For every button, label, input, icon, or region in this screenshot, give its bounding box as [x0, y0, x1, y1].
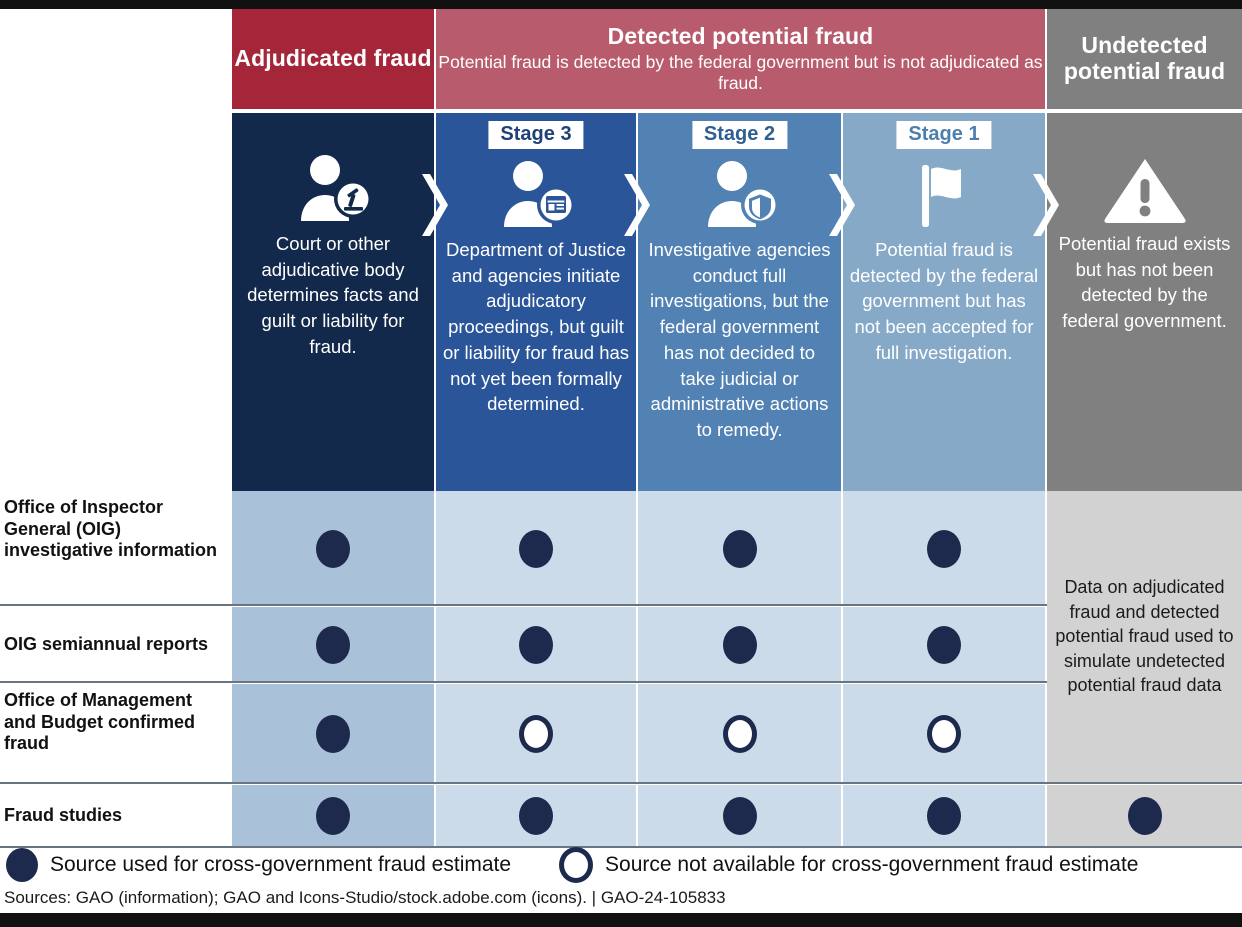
header-subtitle-detected: Potential fraud is detected by the feder… — [438, 52, 1043, 94]
top-black-bar — [0, 0, 1242, 9]
chevron-arrow-4-icon — [1033, 174, 1059, 236]
filled-dot-icon — [519, 529, 553, 568]
chevron-arrow-2-icon — [624, 174, 650, 236]
cell-row3-adjudicated — [232, 684, 434, 784]
chevron-arrow-3-icon — [829, 174, 855, 236]
chevron-arrow-1-icon — [422, 174, 448, 236]
column-stage2: Stage 2 Investigative agencies conduct f… — [638, 113, 841, 491]
filled-dot-icon — [316, 626, 350, 664]
table-row: Office of Inspector General (OIG) invest… — [0, 491, 1242, 606]
hollow-dot-icon — [722, 715, 757, 753]
cell-row4-undetected — [1047, 785, 1242, 847]
row-label: Office of Inspector General (OIG) invest… — [4, 497, 218, 561]
header-title-adjudicated: Adjudicated fraud — [234, 45, 432, 72]
filled-dot-icon — [519, 626, 553, 664]
person-document-icon — [436, 159, 636, 231]
person-shield-icon — [638, 159, 841, 231]
cell-row4-adjudicated — [232, 785, 434, 847]
filled-dot-icon — [1127, 797, 1162, 835]
bottom-black-bar — [0, 913, 1242, 927]
filled-dot-icon — [722, 797, 757, 835]
row-label: OIG semiannual reports — [4, 634, 209, 655]
legend-item-filled: Source used for cross-government fraud e… — [0, 848, 511, 882]
legend-item-hollow: Source not available for cross-governmen… — [553, 847, 1138, 883]
cell-row1-adjudicated — [232, 491, 434, 606]
legend-label-hollow: Source not available for cross-governmen… — [605, 853, 1139, 876]
row-divider — [0, 846, 1242, 848]
description-stage2: Investigative agencies conduct full inve… — [648, 239, 831, 440]
warning-triangle-icon — [1047, 153, 1242, 225]
cell-row1-stage1 — [843, 491, 1045, 606]
legend: Source used for cross-government fraud e… — [0, 845, 1242, 885]
description-stage3: Department of Justice and agencies initi… — [442, 239, 630, 415]
cell-row3-stage1 — [843, 684, 1045, 784]
description-adjudicated: Court or other adjudicative body determi… — [247, 233, 419, 357]
cell-row3-stage3 — [436, 684, 636, 784]
filled-dot-icon — [519, 797, 553, 835]
undetected-data-note: Data on adjudicated fraud and detected p… — [1047, 491, 1242, 782]
filled-dot-icon — [316, 529, 350, 568]
cell-row1-stage2 — [638, 491, 841, 606]
sources-line: Sources: GAO (information); GAO and Icon… — [4, 888, 726, 907]
cell-row4-stage2 — [638, 785, 841, 847]
legend-label-filled: Source used for cross-government fraud e… — [50, 853, 512, 876]
header-detected-potential-fraud: Detected potential fraud Potential fraud… — [436, 9, 1045, 109]
hollow-dot-icon — [559, 847, 594, 883]
stage-label-3: Stage 3 — [488, 121, 584, 149]
hollow-dot-icon — [519, 715, 553, 753]
description-stage1: Potential fraud is detected by the feder… — [849, 239, 1039, 363]
filled-dot-icon — [316, 715, 350, 753]
header-undetected-potential-fraud: Undetected potential fraud — [1047, 9, 1242, 109]
row-divider — [0, 604, 1242, 606]
cell-row4-stage1 — [843, 785, 1045, 847]
stage-label-2: Stage 2 — [691, 121, 788, 149]
filled-dot-icon — [722, 626, 757, 664]
cell-row2-stage3 — [436, 607, 636, 683]
description-undetected: Potential fraud exists but has not been … — [1058, 233, 1231, 332]
table-row: Office of Management and Budget confirme… — [0, 684, 1242, 784]
filled-dot-icon — [316, 797, 350, 835]
cell-row3-stage2 — [638, 684, 841, 784]
cell-row2-adjudicated — [232, 607, 434, 683]
header-title-undetected: Undetected potential fraud — [1063, 32, 1226, 84]
flag-icon — [843, 159, 1045, 231]
row-label: Fraud studies — [4, 805, 123, 826]
filled-dot-icon — [927, 626, 961, 664]
cell-row2-stage1 — [843, 607, 1045, 683]
cell-row4-stage3 — [436, 785, 636, 847]
cell-row1-stage3 — [436, 491, 636, 606]
column-stage3: Stage 3 Department of Justice a — [436, 113, 636, 491]
column-adjudicated: Court or other adjudicative body determi… — [232, 113, 434, 491]
row-divider — [0, 782, 1242, 784]
hollow-dot-icon — [927, 715, 961, 753]
row-label: Office of Management and Budget confirme… — [4, 690, 196, 754]
row-divider — [0, 681, 1242, 683]
table-row: OIG semiannual reports — [0, 607, 1242, 683]
stage-label-1: Stage 1 — [896, 121, 992, 149]
filled-dot-icon — [6, 848, 38, 882]
fraud-stages-chart: Adjudicated fraud Detected potential fra… — [0, 9, 1242, 848]
table-row: Fraud studies — [0, 785, 1242, 847]
header-adjudicated-fraud: Adjudicated fraud — [232, 9, 434, 109]
column-undetected: Potential fraud exists but has not been … — [1047, 113, 1242, 491]
filled-dot-icon — [722, 529, 757, 568]
source-matrix: Office of Inspector General (OIG) invest… — [0, 491, 1242, 848]
filled-dot-icon — [927, 797, 961, 835]
header-title-detected: Detected potential fraud — [607, 22, 874, 49]
filled-dot-icon — [927, 529, 961, 568]
cell-row2-stage2 — [638, 607, 841, 683]
column-stage1: Stage 1 Potential fraud is detected by t… — [843, 113, 1045, 491]
person-gavel-icon — [232, 153, 434, 225]
